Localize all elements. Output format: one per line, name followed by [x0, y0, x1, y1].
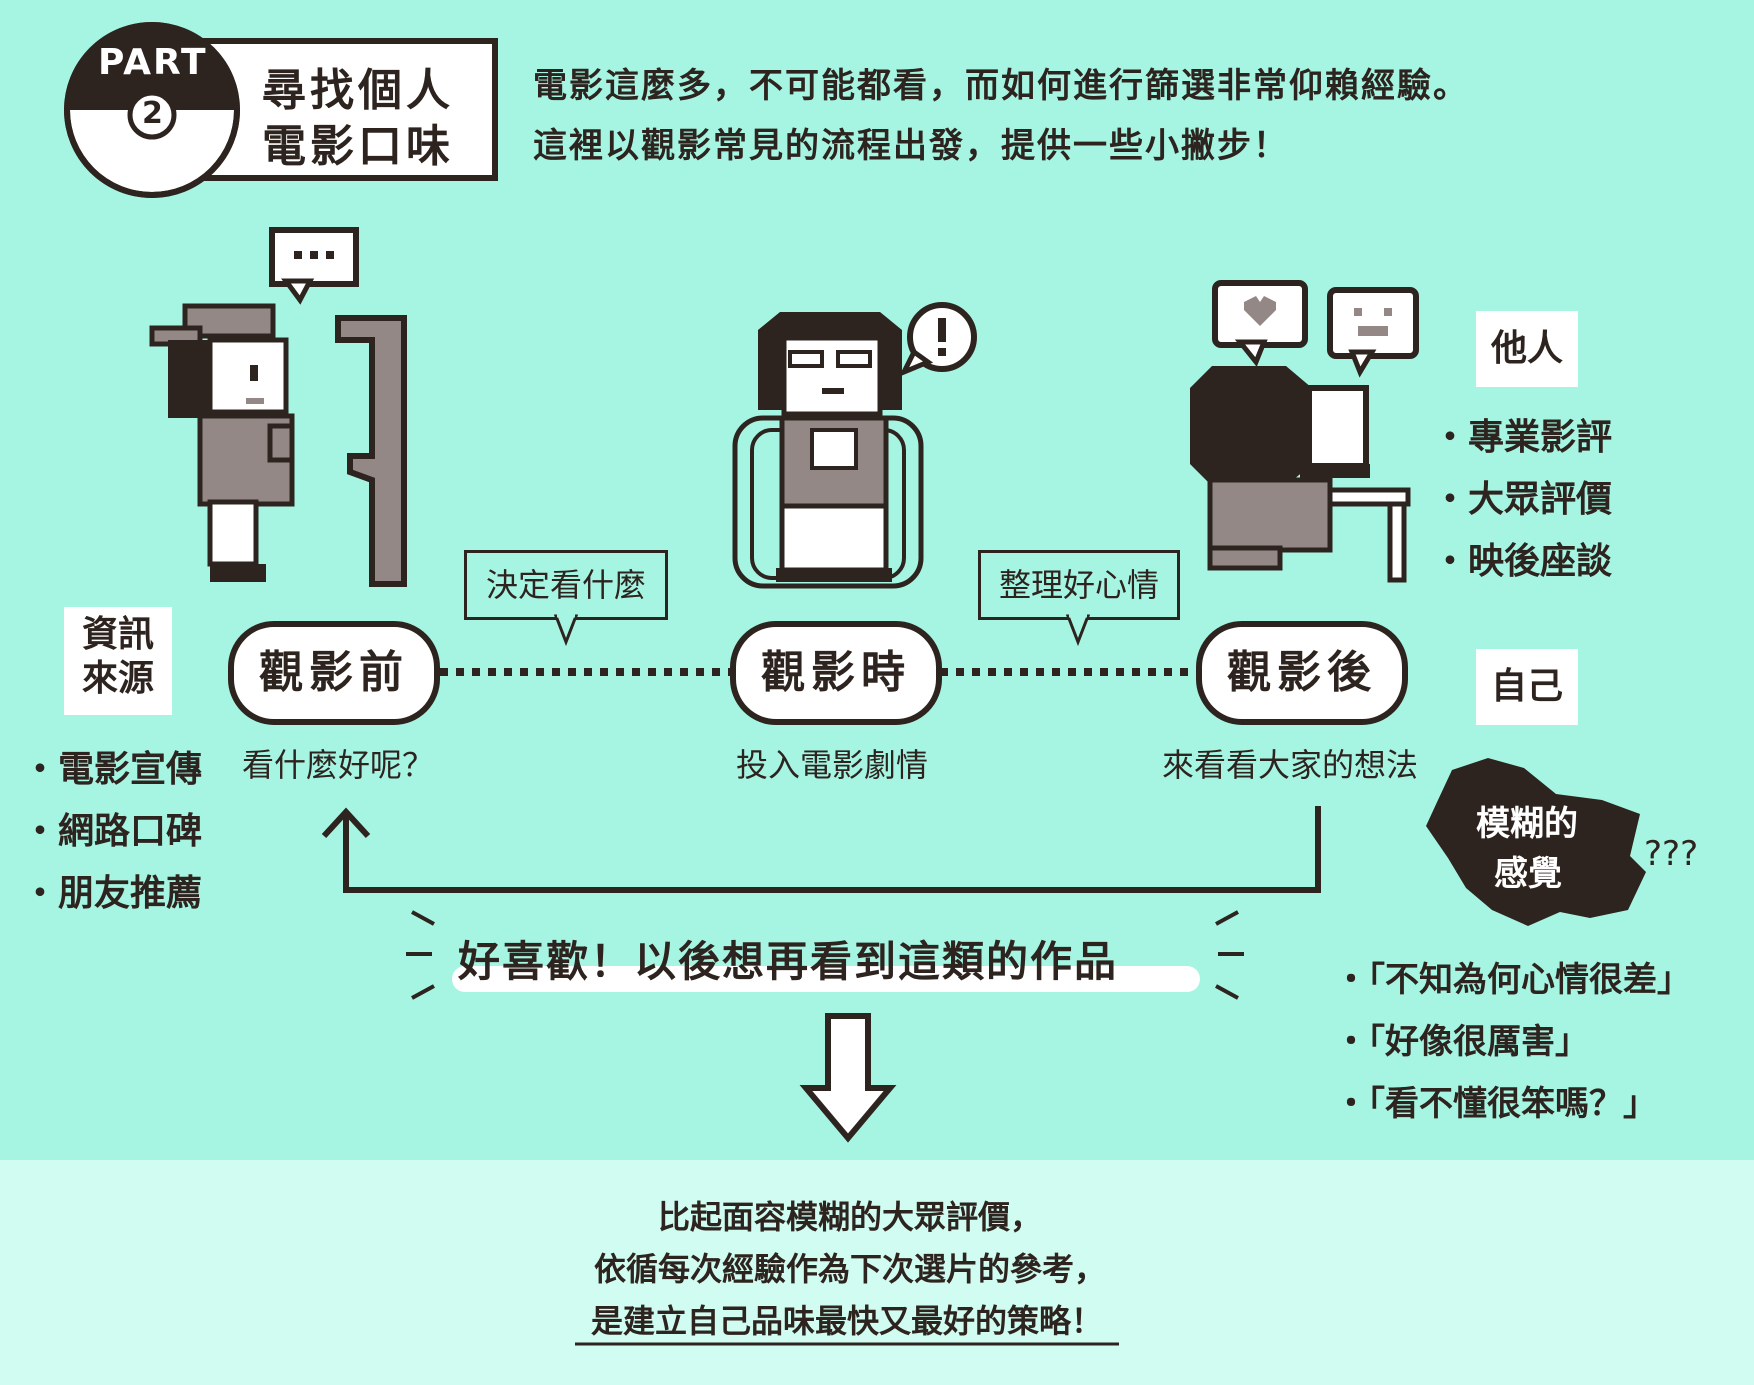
feedback-highlight-text: 好喜歡！以後想再看到這類的作品	[458, 937, 1119, 986]
speech-bubble-icon	[269, 227, 359, 305]
blob-text-line-2: 感覺	[1494, 854, 1562, 894]
others-item: ・映後座談	[1432, 541, 1613, 582]
phase-after-caption: 來看看大家的想法	[1162, 746, 1419, 784]
info-source-label-line-2: 來源	[81, 658, 154, 699]
blob-text-line-1: 模糊的	[1476, 804, 1578, 844]
title-line-2: 電影口味	[262, 121, 454, 172]
phase-before: 觀影前	[228, 621, 440, 725]
self-label: 自己	[1476, 649, 1578, 725]
info-source-label-line-1: 資訊	[81, 614, 154, 655]
others-item: ・專業影評	[1432, 417, 1613, 458]
conclusion-line-1: 比起面容模糊的大眾評價，	[657, 1198, 1042, 1236]
phase-during-caption: 投入電影劇情	[736, 746, 929, 784]
connector-callout-mood: 整理好心情	[978, 550, 1180, 620]
phase-after: 觀影後	[1196, 621, 1408, 725]
person-watching-movie-icon	[732, 302, 977, 589]
conclusion-line-3: 是建立自己品味最快又最好的策略！	[590, 1302, 1103, 1340]
info-source-item: ・網路口碑	[22, 811, 203, 852]
title-line-1: 尋找個人	[262, 65, 454, 116]
phase-during: 觀影時	[730, 621, 942, 725]
highlight-bar	[452, 966, 1200, 992]
info-source-item: ・朋友推薦	[22, 873, 203, 914]
down-arrow-icon	[799, 1013, 897, 1143]
info-source-label: 資訊 來源	[64, 607, 172, 715]
self-item: ・「好像很厲害」	[1334, 1022, 1589, 1062]
part-label: PART	[98, 42, 208, 83]
part-number: 2	[142, 96, 163, 131]
info-source-item: ・電影宣傳	[22, 749, 203, 790]
self-item: ・「不知為何心情很差」	[1334, 960, 1691, 1000]
callout-pointers	[553, 612, 1091, 647]
question-marks: ???	[1644, 834, 1699, 874]
person-at-computer-icon	[1190, 280, 1419, 583]
connector-callout-decide: 決定看什麼	[464, 550, 668, 620]
others-item: ・大眾評價	[1432, 479, 1613, 520]
conclusion-band	[0, 1160, 1754, 1385]
others-label: 他人	[1476, 311, 1578, 387]
emphasis-ticks	[406, 910, 1244, 1000]
fuzzy-feeling-blob	[1426, 758, 1646, 926]
poster-stand-icon	[335, 315, 407, 587]
feedback-loop-arrow	[321, 806, 1321, 893]
self-item: ・「看不懂很笨嗎？」	[1334, 1084, 1657, 1124]
intro-line-1: 電影這麼多，不可能都看，而如何進行篩選非常仰賴經驗。	[533, 66, 1469, 106]
person-reading-poster-icon	[149, 303, 295, 582]
intro-line-2: 這裡以觀影常見的流程出發，提供一些小撇步！	[533, 126, 1289, 166]
conclusion-line-2: 依循每次經驗作為下次選片的參考，	[593, 1250, 1106, 1288]
phase-before-caption: 看什麼好呢？	[242, 746, 435, 784]
part-badge	[64, 22, 498, 198]
